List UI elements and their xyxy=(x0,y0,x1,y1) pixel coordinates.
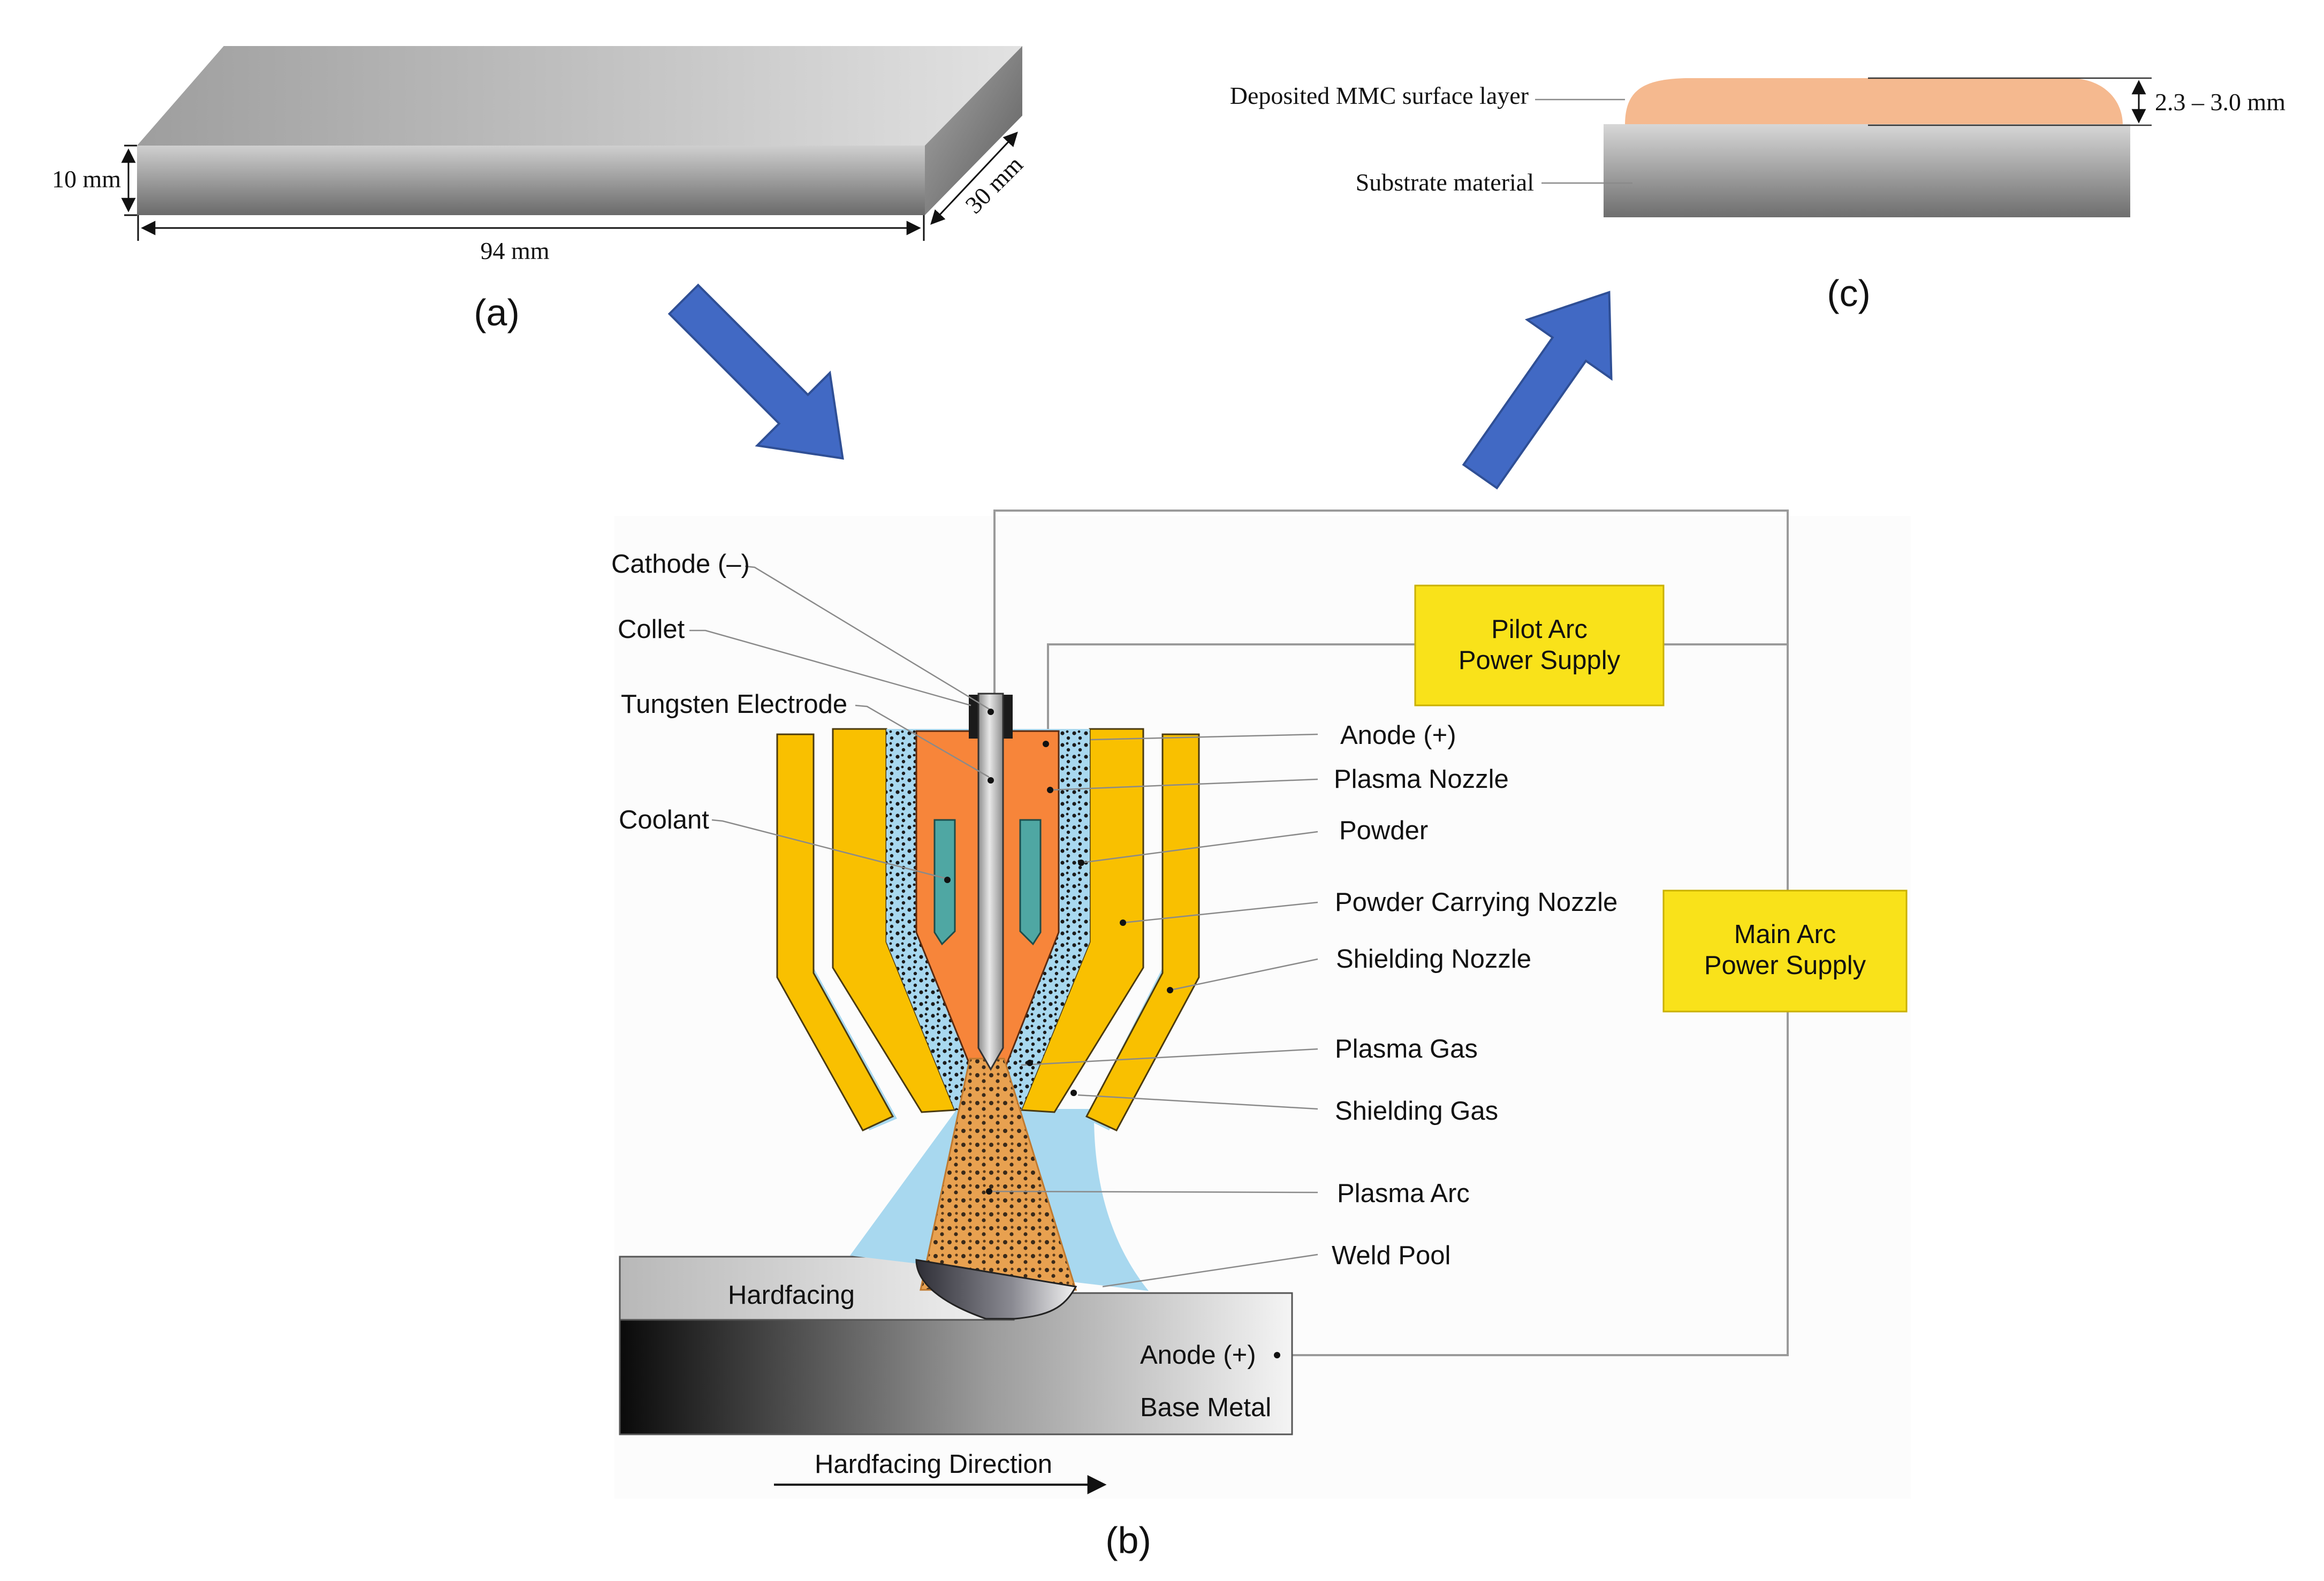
shielding-nozzle-left xyxy=(776,733,894,1131)
length-label: 94 mm xyxy=(480,237,549,264)
label-plasma-gas: Plasma Gas xyxy=(1335,1035,1478,1063)
shielding-nozzle-right xyxy=(1085,733,1200,1131)
caption-a: (a) xyxy=(474,292,520,333)
panel-a-plate: 10 mm 94 mm 30 mm (a) xyxy=(52,46,1028,333)
layer-label: Deposited MMC surface layer xyxy=(1230,82,1529,109)
label-collet: Collet xyxy=(618,615,685,644)
flow-arrow-a-to-b xyxy=(667,283,844,460)
label-weld-pool: Weld Pool xyxy=(1332,1241,1450,1270)
label-anode-base: Anode (+) xyxy=(1140,1341,1256,1370)
caption-b: (b) xyxy=(1105,1519,1151,1561)
label-shielding-gas: Shielding Gas xyxy=(1335,1097,1498,1126)
hardfacing-direction-arrow: Hardfacing Direction xyxy=(774,1450,1107,1494)
label-powder: Powder xyxy=(1339,816,1428,845)
main-arc-power-supply: Main Arc Power Supply xyxy=(1662,890,1908,1013)
label-shielding-nozzle: Shielding Nozzle xyxy=(1336,945,1531,974)
label-cathode: Cathode (–) xyxy=(611,550,750,579)
label-base-metal: Base Metal xyxy=(1140,1393,1271,1422)
label-hardfacing: Hardfacing xyxy=(728,1281,855,1310)
thickness-label: 10 mm xyxy=(52,165,121,193)
label-electrode: Tungsten Electrode xyxy=(621,690,847,719)
layer-thickness-label: 2.3 – 3.0 mm xyxy=(2155,88,2285,116)
pilot-arc-line1: Pilot Arc xyxy=(1491,615,1588,644)
shielding-nozzles xyxy=(776,733,1200,1131)
main-arc-line1: Main Arc xyxy=(1734,920,1836,949)
label-powder-nozzle: Powder Carrying Nozzle xyxy=(1335,888,1617,917)
leader-lines xyxy=(689,565,1318,1288)
coolant-channels xyxy=(933,819,1042,946)
label-plasma-arc: Plasma Arc xyxy=(1337,1179,1470,1208)
substrate xyxy=(1604,124,2130,217)
label-coolant: Coolant xyxy=(619,805,709,834)
label-anode-nozzle: Anode (+) xyxy=(1340,721,1456,750)
caption-c: (c) xyxy=(1827,272,1871,314)
thickness-dimension: 10 mm xyxy=(52,145,137,216)
panel-c-cross-section: Deposited MMC surface layer Substrate ma… xyxy=(1230,77,2285,314)
tungsten-electrode xyxy=(977,693,1004,1071)
main-arc-line2: Power Supply xyxy=(1704,951,1866,980)
length-dimension: 94 mm xyxy=(137,215,925,264)
pilot-arc-line2: Power Supply xyxy=(1459,646,1621,675)
label-plasma-nozzle: Plasma Nozzle xyxy=(1334,765,1509,794)
panel-b-torch-schematic: Pilot Arc Power Supply Main Arc Power Su… xyxy=(611,510,1911,1561)
plate-top-face xyxy=(137,46,1022,146)
weld-pool xyxy=(915,1259,1077,1320)
flow-arrow-b-to-c xyxy=(1462,291,1613,490)
pilot-arc-power-supply: Pilot Arc Power Supply xyxy=(1414,584,1665,706)
circuit-wire-outer xyxy=(993,510,1789,1356)
leader-dots xyxy=(944,709,1280,1358)
plate-front-face xyxy=(137,146,925,215)
label-direction: Hardfacing Direction xyxy=(815,1450,1052,1479)
substrate-label: Substrate material xyxy=(1356,169,1534,196)
circuit-wire-pilot-left xyxy=(1047,643,1415,743)
deposited-layer xyxy=(1625,78,2123,125)
